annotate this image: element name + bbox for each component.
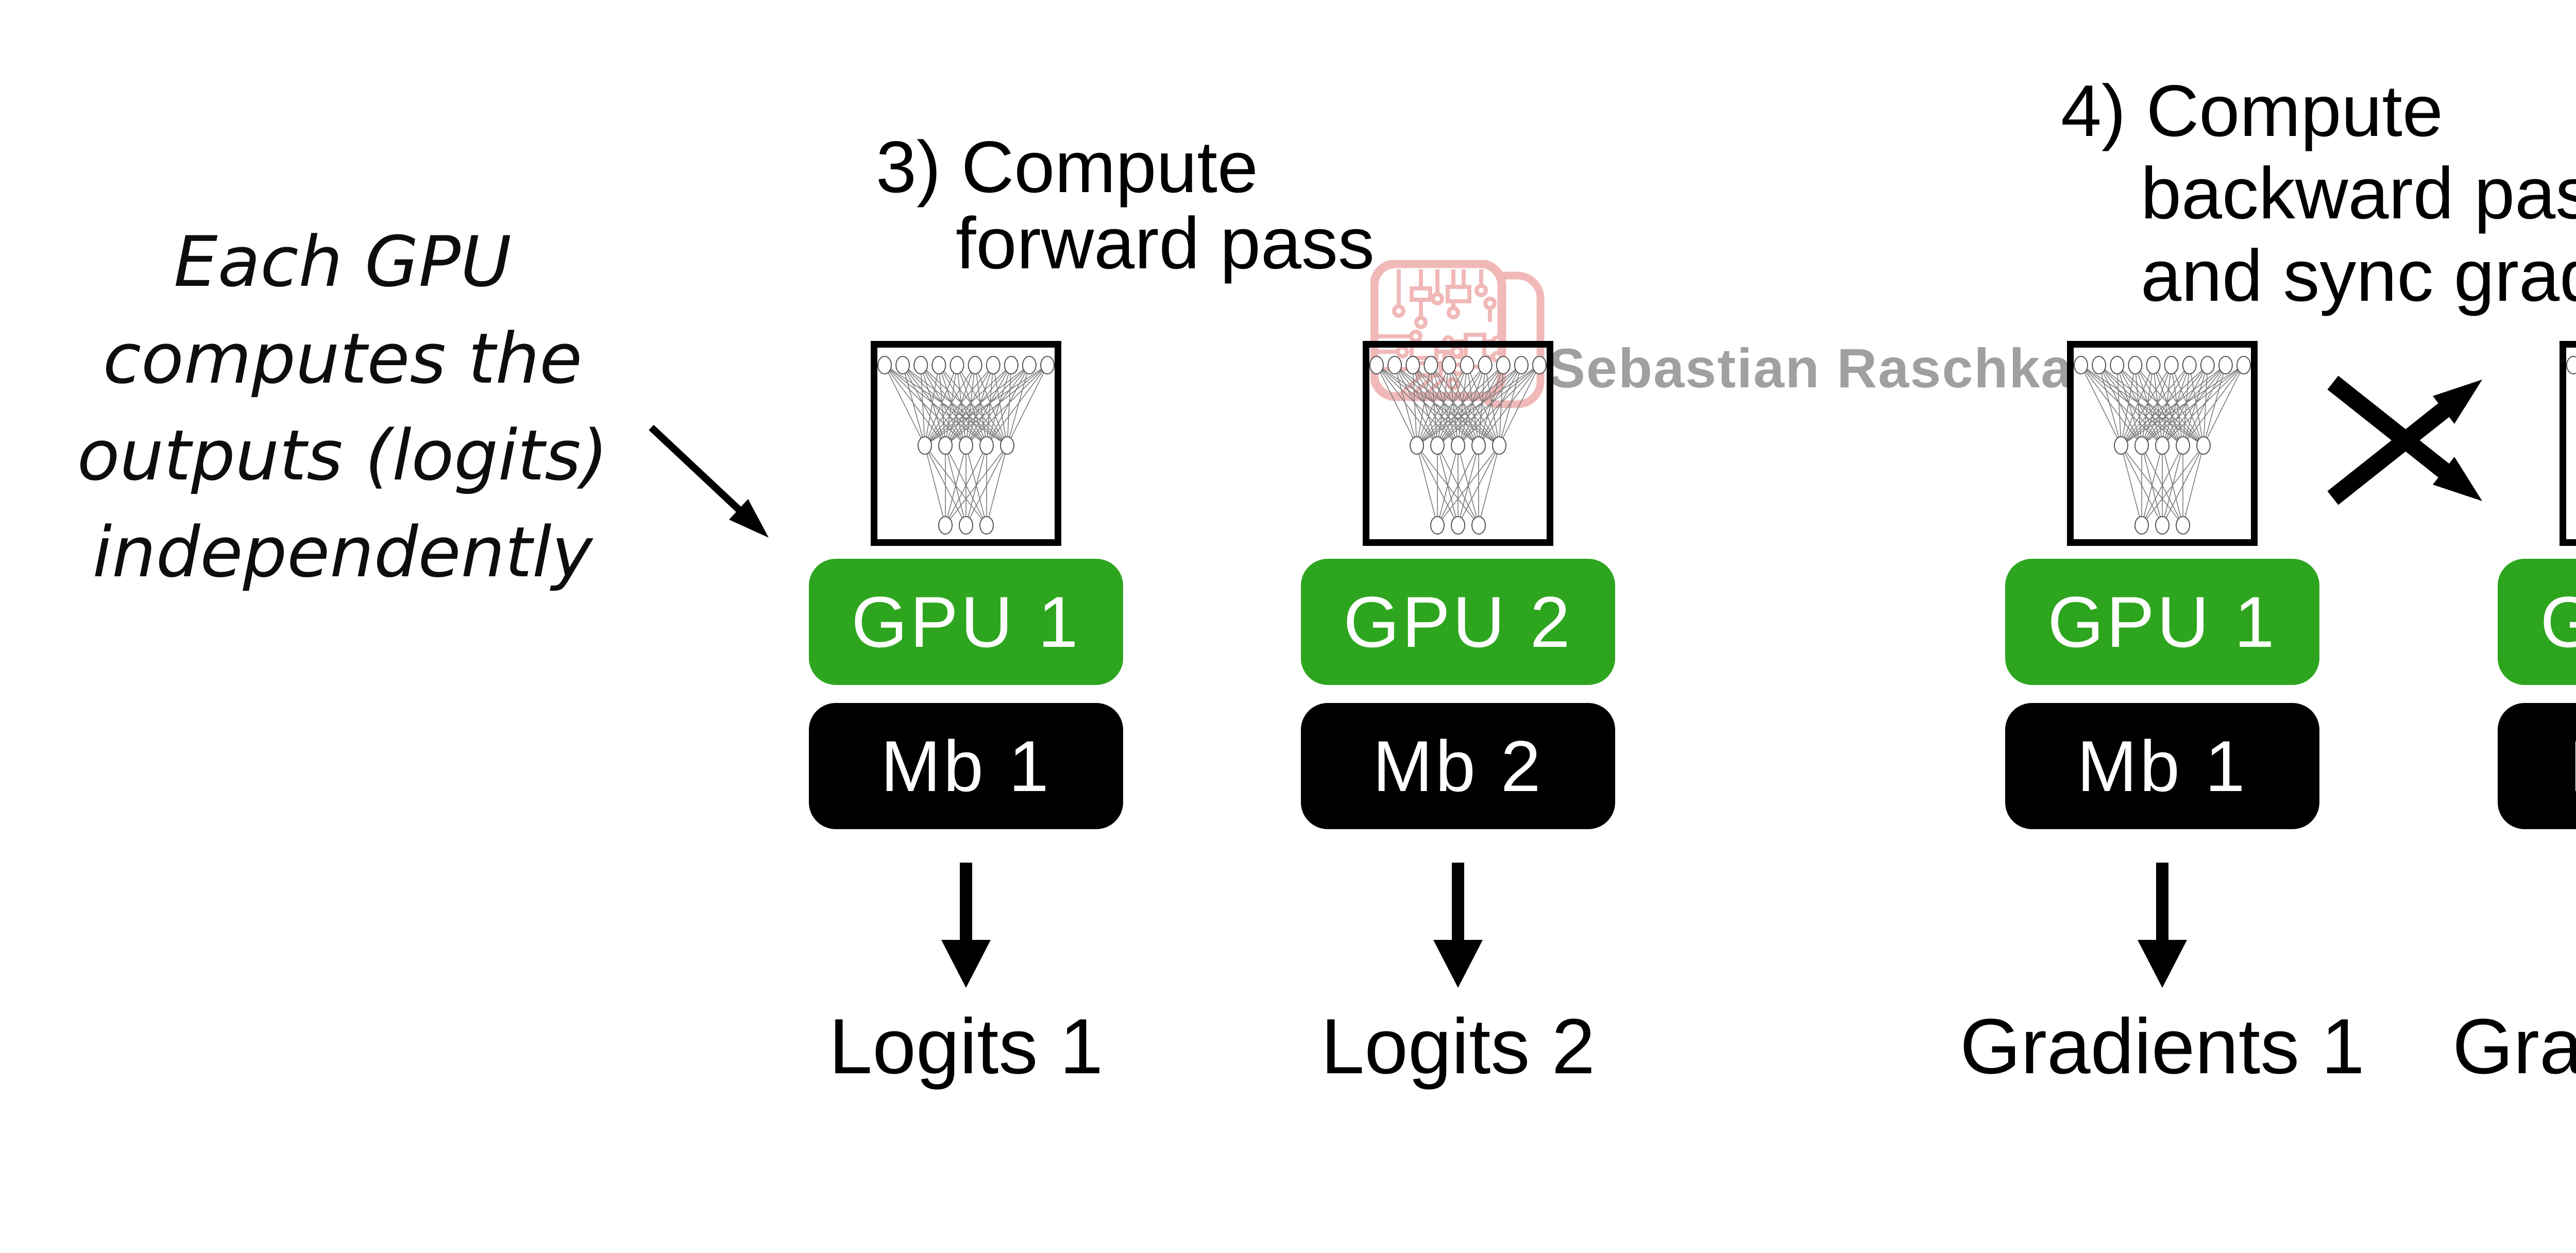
- gradient-sync-cross-arrows-icon: [2327, 375, 2482, 505]
- step-4-line: backward pass: [2141, 152, 2576, 234]
- step-3-line: 3) Compute: [876, 126, 1258, 208]
- gpu1-label: GPU 1: [2047, 581, 2277, 662]
- mb1-box-backward: Mb 1: [2005, 703, 2319, 829]
- mb1-label: Mb 1: [880, 725, 1052, 806]
- left-annotation-line: Each GPU: [174, 221, 512, 302]
- gpu2-box-forward: GPU 2: [1301, 559, 1615, 685]
- left-annotation: Each GPU computes the outputs (logits) i…: [23, 214, 662, 601]
- mb2-label: Mb 2: [1372, 725, 1544, 806]
- step-4-line: and sync gradients: [2141, 235, 2576, 317]
- left-annotation-arrow-icon: [649, 424, 769, 538]
- step-4-label: 4) Compute backward pass and sync gradie…: [2061, 70, 2576, 317]
- neural-network-icon: [1363, 341, 1553, 546]
- left-annotation-line: independently: [92, 512, 593, 593]
- logits2-label: Logits 2: [1320, 1003, 1596, 1090]
- gpu2-label: GPU 2: [2540, 581, 2576, 662]
- mb1-label: Mb 1: [2077, 725, 2248, 806]
- gradients2-label: Gradients 2: [2452, 1003, 2576, 1090]
- neural-network-icon: [2067, 341, 2258, 546]
- gpu1-label: GPU 1: [851, 581, 1081, 662]
- down-arrow-icon: [941, 863, 991, 988]
- down-arrow-icon: [1433, 863, 1483, 988]
- mb2-box-backward: Mb 2: [2498, 703, 2576, 829]
- watermark-text: Sebastian Raschka: [1548, 337, 2073, 399]
- left-annotation-line: outputs (logits): [77, 415, 608, 496]
- gpu2-label: GPU 2: [1343, 581, 1573, 662]
- mb1-box-forward: Mb 1: [809, 703, 1123, 829]
- step-4-line: 4) Compute: [2061, 70, 2443, 152]
- gpu1-box-forward: GPU 1: [809, 559, 1123, 685]
- gradients1-label: Gradients 1: [1960, 1003, 2365, 1090]
- left-annotation-line: computes the: [103, 318, 583, 399]
- down-arrow-icon: [2138, 863, 2187, 988]
- gpu1-box-backward: GPU 1: [2005, 559, 2319, 685]
- logits1-label: Logits 1: [828, 1003, 1104, 1090]
- step-3-label: 3) Compute forward pass: [876, 129, 1375, 282]
- mb2-box-forward: Mb 2: [1301, 703, 1615, 829]
- mb2-label: Mb 2: [2569, 725, 2576, 808]
- neural-network-icon: [2560, 341, 2576, 546]
- neural-network-icon: [871, 341, 1061, 546]
- step-3-line: forward pass: [956, 202, 1375, 284]
- gpu2-box-backward: GPU 2: [2498, 559, 2576, 685]
